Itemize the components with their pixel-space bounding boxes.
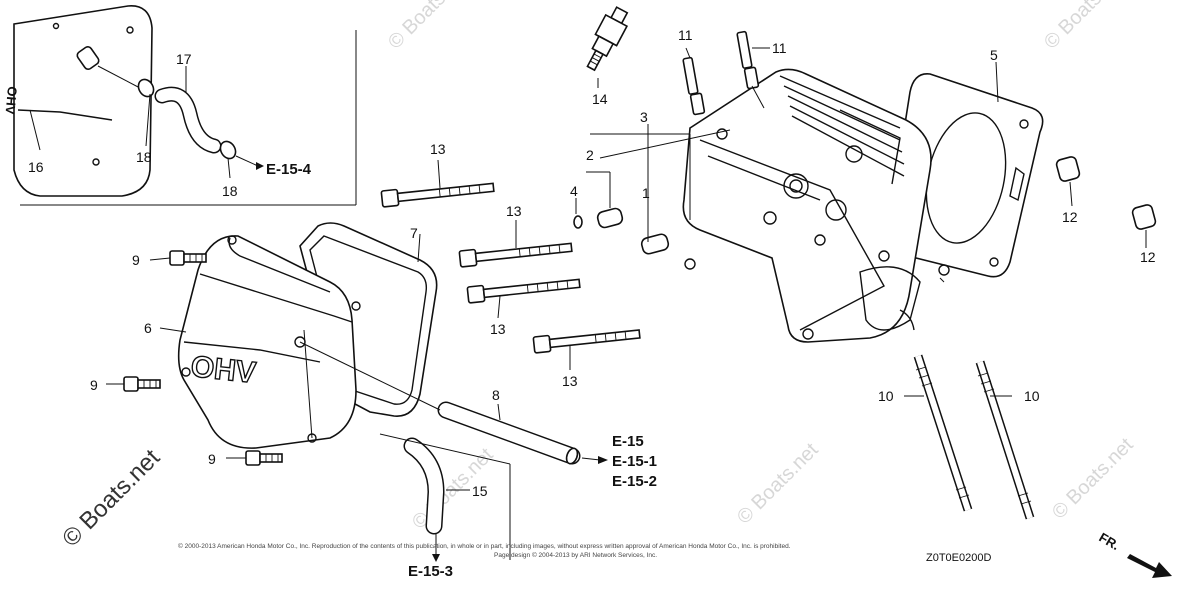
front-arrow-icon [1127,554,1172,578]
part-label-2: 2 [586,147,594,163]
part-label-18: 18 [136,149,152,165]
head-bolt-13-d [532,329,641,354]
inset-cover-16: OHV [3,5,153,197]
part-label-11: 11 [772,40,787,56]
valve-cover-6: OHV [177,235,361,449]
part-label-6: 6 [144,320,152,336]
watermark: © Boats.net [1040,0,1130,54]
part-label-13: 13 [490,321,506,337]
long-stud-10-right [975,360,1035,520]
part-label-18: 18 [222,183,238,199]
part-label-10: 10 [1024,388,1040,404]
head-bolt-13-b [458,242,573,268]
leader-lines [29,47,1147,562]
cylinder-head [682,68,950,343]
dowel-pin-2 [596,207,624,229]
part-label-13: 13 [562,373,578,389]
part-label-15: 15 [472,483,488,499]
breather-tube-8 [437,401,581,465]
ref-link-e-15-3[interactable]: E-15-3 [408,563,453,580]
inset-cover-emboss: OHV [3,86,20,116]
part-label-4: 4 [570,183,578,199]
part-label-11: 11 [678,27,693,43]
dowel-12-left [1055,156,1081,182]
part-label-14: 14 [592,91,608,107]
ref-link-e-15-2[interactable]: E-15-2 [612,473,657,490]
front-direction-marker: FR. [1097,530,1172,578]
watermark: © Boats.net [384,0,474,54]
spark-plug-14 [586,6,629,72]
part-label-13: 13 [506,203,522,219]
front-marker-label: FR. [1097,530,1123,553]
head-bolt-13-c [466,278,581,304]
copyright-line-1: © 2000-2013 American Honda Motor Co., In… [178,542,791,550]
washer-4 [573,215,583,229]
watermark-main: © Boats.net [57,444,165,552]
stud-11-left [682,56,706,116]
part-label-5: 5 [990,47,998,63]
bolt-9-bottom [245,450,283,466]
inset-frame [20,30,357,206]
part-label-16: 16 [28,159,44,175]
part-label-10: 10 [878,388,894,404]
cover-emboss-text: OHV [189,350,257,390]
part-label-3: 3 [640,109,648,125]
ref-link-e-15-4[interactable]: E-15-4 [266,161,312,178]
inset-breather-tube-17 [137,78,264,170]
part-label-17: 17 [176,51,192,67]
dowel-pin-1 [640,233,670,255]
copyright-line-2: Page design © 2004-2013 by ARI Network S… [494,551,657,559]
reference-callouts[interactable]: E-15-4 E-15 E-15-1 E-15-2 E-15-3 [266,161,657,580]
ref-link-e-15[interactable]: E-15 [612,433,644,450]
part-label-1: 1 [642,185,650,201]
part-label-12: 12 [1140,249,1156,265]
diagram-code: Z0T0E0200D [926,552,991,564]
part-label-13: 13 [430,141,446,157]
head-bolt-13-a [380,182,495,208]
part-label-8: 8 [492,387,500,403]
part-label-7: 7 [410,225,418,241]
stud-11-right [736,30,760,90]
part-label-9: 9 [132,252,140,268]
part-label-12: 12 [1062,209,1078,225]
bent-tube-15 [403,437,445,535]
dowel-12-right [1131,204,1157,230]
long-stud-10-left [913,354,973,512]
watermark: © Boats.net [1048,434,1138,524]
part-labels: 16 17 18 18 14 11 11 5 3 2 4 1 13 13 13 … [28,27,1156,499]
ref-link-e-15-1[interactable]: E-15-1 [612,453,657,470]
watermark: © Boats.net [733,439,823,529]
head-gasket-5 [886,73,1044,278]
part-label-9: 9 [90,377,98,393]
bolt-9-middle [123,376,161,392]
part-label-9: 9 [208,451,216,467]
